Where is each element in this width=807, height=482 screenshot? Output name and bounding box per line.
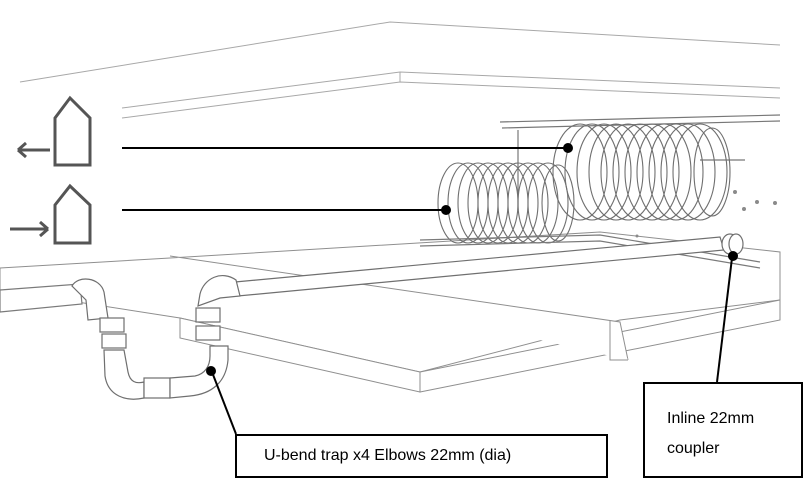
arrow-out-of-house-icon (17, 95, 92, 167)
mounting-dots (635, 190, 777, 238)
leader-lines (122, 147, 733, 435)
inline-coupler-label: Inline 22mm coupler (667, 410, 755, 457)
background-panels (19, 21, 781, 119)
front-coil (437, 162, 575, 244)
u-bend-trap-callout: U-bend trap x4 Elbows 22mm (dia) (235, 434, 608, 478)
u-bend-trap (71, 275, 241, 400)
inline-coupler-callout: Inline 22mm coupler (643, 382, 803, 478)
rear-coil (552, 123, 731, 221)
leader-dots (206, 143, 738, 376)
left-pipe-stub (0, 283, 83, 313)
u-bend-trap-label: U-bend trap x4 Elbows 22mm (dia) (264, 447, 512, 464)
arrow-into-house-icon (10, 183, 92, 245)
coil-rails (419, 234, 761, 269)
